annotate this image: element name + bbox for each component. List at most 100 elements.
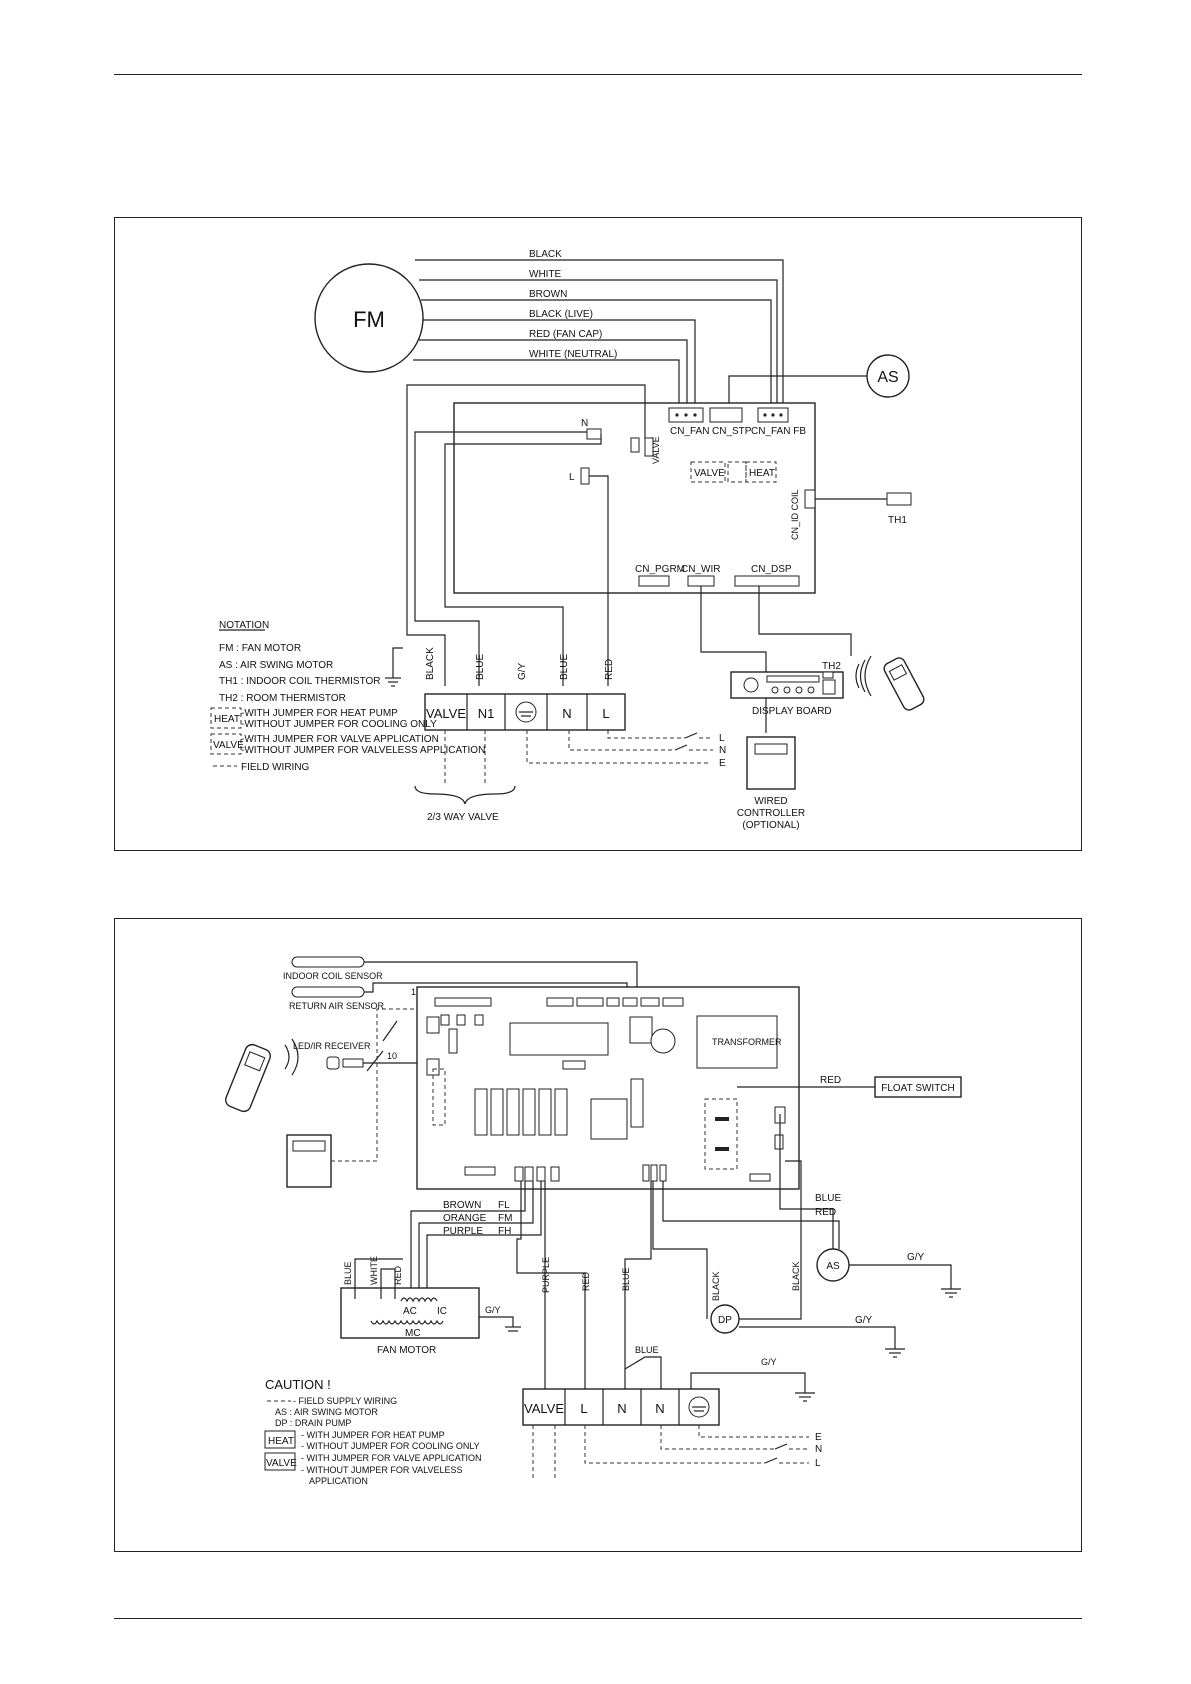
cn-fan-label: CN_FAN [670, 426, 709, 437]
notation-title: NOTATION [219, 620, 269, 631]
fan-motor-box [340, 1287, 480, 1339]
term-wire-red: RED [604, 659, 615, 680]
wired-controller-label-1: WIRED [754, 796, 787, 807]
wire-label-black-live: BLACK (LIVE) [529, 309, 593, 320]
supply2-e: E [815, 1432, 822, 1443]
caution-valve-box: VALVE [266, 1458, 297, 1469]
notation-valve-1: -WITH JUMPER FOR VALVE APPLICATION [241, 734, 439, 745]
wire-label-white-neutral: WHITE (NEUTRAL) [529, 349, 617, 360]
valve-connector [644, 437, 654, 457]
pcb-board [453, 402, 816, 594]
notation-valve-2: -WITHOUT JUMPER FOR VALVELESS APPLICATIO… [241, 745, 485, 756]
caution-title: CAUTION ! [265, 1377, 331, 1392]
remote-control-icon [855, 655, 925, 711]
transformer [696, 1015, 778, 1069]
pcb-valve-label: VALVE [651, 436, 661, 464]
as-label: AS [877, 369, 898, 386]
cn-wir-label: CN_WIR [681, 564, 720, 575]
as-blue-label: BLUE [815, 1193, 841, 1204]
fan-wires [413, 259, 784, 406]
term2-gy-label: G/Y [761, 1357, 777, 1367]
led-receiver-label: LED/IR RECEIVER [293, 1041, 371, 1051]
caution-valve-1: - WITH JUMPER FOR VALVE APPLICATION [301, 1453, 482, 1463]
fan-wire-brown: BROWN [443, 1200, 481, 1211]
caution-heat-1: - WITH JUMPER FOR HEAT PUMP [301, 1430, 445, 1440]
header-rule [114, 74, 1082, 75]
term2-red: RED [581, 1271, 591, 1291]
float-red-label: RED [820, 1075, 841, 1086]
terminal-valve: VALVE [426, 706, 466, 721]
fan-wire-fl: FL [498, 1200, 510, 1211]
indoor-coil-sensor [291, 956, 365, 968]
indoor-coil-sensor-label: INDOOR COIL SENSOR [283, 971, 383, 981]
dp-black-label-2: BLACK [791, 1261, 801, 1291]
notation-heat-box: HEAT [214, 714, 240, 725]
cn-stp-connector [709, 407, 743, 423]
fan-wire-fh: FH [498, 1226, 511, 1237]
term2-blue: BLUE [621, 1267, 631, 1291]
return-air-sensor-label: RETURN AIR SENSOR [289, 1001, 385, 1011]
fan-wire-orange: ORANGE [443, 1213, 487, 1224]
terminal2-n2: N [655, 1401, 664, 1416]
term-wire-blue-1: BLUE [475, 654, 486, 680]
num-16: 16 [411, 987, 421, 997]
supply-n: N [719, 745, 726, 756]
wired-controller-label-2: CONTROLLER [737, 808, 805, 819]
footer-rule [114, 1618, 1082, 1619]
caution-heat-2: - WITHOUT JUMPER FOR COOLING ONLY [301, 1441, 480, 1451]
dp-black-label-1: BLACK [711, 1271, 721, 1301]
wired-controller-label-3: (OPTIONAL) [742, 820, 799, 831]
return-air-sensor [291, 986, 365, 998]
supply-e: E [719, 758, 726, 769]
notation-heat-2: -WITHOUT JUMPER FOR COOLING ONLY [241, 719, 437, 730]
fm-label: FM [353, 307, 385, 332]
notation-fm: FM : FAN MOTOR [219, 643, 301, 654]
th2-label: TH2 [822, 661, 841, 672]
float-switch [874, 1076, 962, 1098]
caution-valve-2: - WITHOUT JUMPER FOR VALVELESS [301, 1465, 463, 1475]
cn-id-coil-connector [804, 489, 816, 509]
display-board-label: DISPLAY BOARD [752, 706, 832, 717]
ic-label: IC [437, 1306, 447, 1317]
supply2-n: N [815, 1444, 822, 1455]
terminal-block: VALVE N1 N L [424, 693, 626, 731]
supply2-l: L [815, 1458, 821, 1469]
two-three-way-valve-label: 2/3 WAY VALVE [427, 812, 499, 823]
valve-jumper-label: VALVE [694, 468, 725, 479]
notation-th1: TH1 : INDOOR COIL THERMISTOR [219, 676, 381, 687]
terminal-n: N [562, 706, 571, 721]
fm-wire-blue: BLUE [343, 1261, 353, 1285]
valve-jumper-box [690, 461, 726, 483]
mc-label: MC [405, 1328, 421, 1339]
terminal-l: L [602, 706, 609, 721]
fan-motor-label: FAN MOTOR [377, 1345, 436, 1356]
th1-label: TH1 [888, 515, 907, 526]
fan-motor-circle [314, 263, 424, 373]
caution-as: AS : AIR SWING MOTOR [275, 1407, 378, 1417]
caution-legend: CAUTION ! - FIELD SUPPLY WIRING AS : AIR… [264, 1377, 482, 1486]
wire-label-red-fan-cap: RED (FAN CAP) [529, 329, 602, 340]
wire-label-white: WHITE [529, 269, 562, 280]
num-10: 10 [387, 1051, 397, 1061]
th1-sensor [886, 492, 912, 506]
wiring-diagram-1: FM BLACK WHITE BROWN BLACK (LIVE) RED (F… [114, 217, 1082, 851]
wiring-diagram-2: INDOOR COIL SENSOR RETURN AIR SENSOR 16 [114, 918, 1082, 1552]
terminal-block-2: VALVE L N N [522, 1388, 720, 1426]
term-wire-gy: G/Y [517, 662, 528, 680]
remote-control-icon-2 [224, 1038, 299, 1113]
caution-valve-3: APPLICATION [309, 1476, 368, 1486]
fm-wire-red: RED [393, 1265, 403, 1285]
ac-label: AC [403, 1306, 417, 1317]
terminal2-n1: N [617, 1401, 626, 1416]
l-terminal [580, 467, 590, 485]
led-receiver [326, 1056, 340, 1070]
cn-pgrm-label: CN_PGRM [635, 564, 685, 575]
caution-heat-box: HEAT [268, 1436, 294, 1447]
as-gy-label: G/Y [907, 1252, 925, 1263]
pcb-n-label: N [581, 418, 588, 429]
terminal2-l: L [580, 1401, 587, 1416]
cn-dsp-connector [734, 575, 800, 587]
fm-gy-label: G/Y [485, 1305, 501, 1315]
notation-legend: NOTATION FM : FAN MOTOR AS : AIR SWING M… [210, 620, 485, 773]
